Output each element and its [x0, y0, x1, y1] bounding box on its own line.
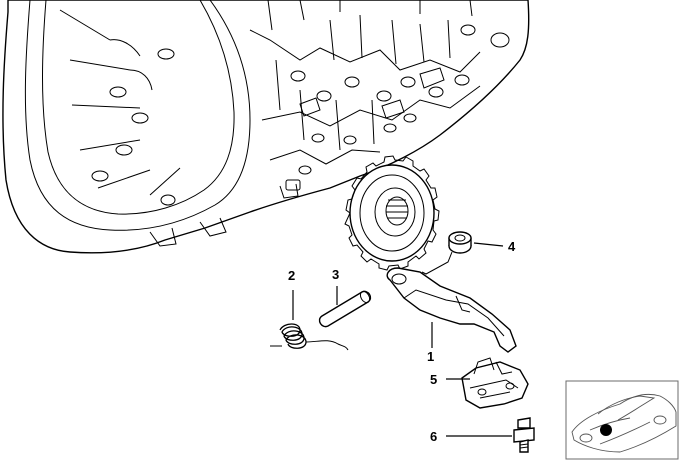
car-location-icon	[571, 393, 677, 453]
callout-6: 6	[430, 429, 437, 444]
leader-lines	[292, 242, 512, 437]
transmission-housing	[2, 0, 530, 254]
spring	[270, 323, 349, 351]
parking-lock-pawl	[386, 267, 517, 353]
pin	[318, 290, 372, 328]
car-thumbnail[interactable]	[565, 380, 679, 460]
callout-5: 5	[430, 372, 437, 387]
guide-plate	[461, 357, 529, 409]
callout-2: 2	[288, 268, 295, 283]
callout-4: 4	[508, 239, 516, 254]
callout-1: 1	[427, 349, 434, 364]
leader-4	[473, 242, 504, 247]
callout-3: 3	[332, 267, 339, 282]
parking-lock-gear	[344, 155, 440, 271]
bolt	[421, 231, 472, 275]
location-marker	[600, 424, 612, 436]
hex-bolt	[513, 417, 535, 453]
